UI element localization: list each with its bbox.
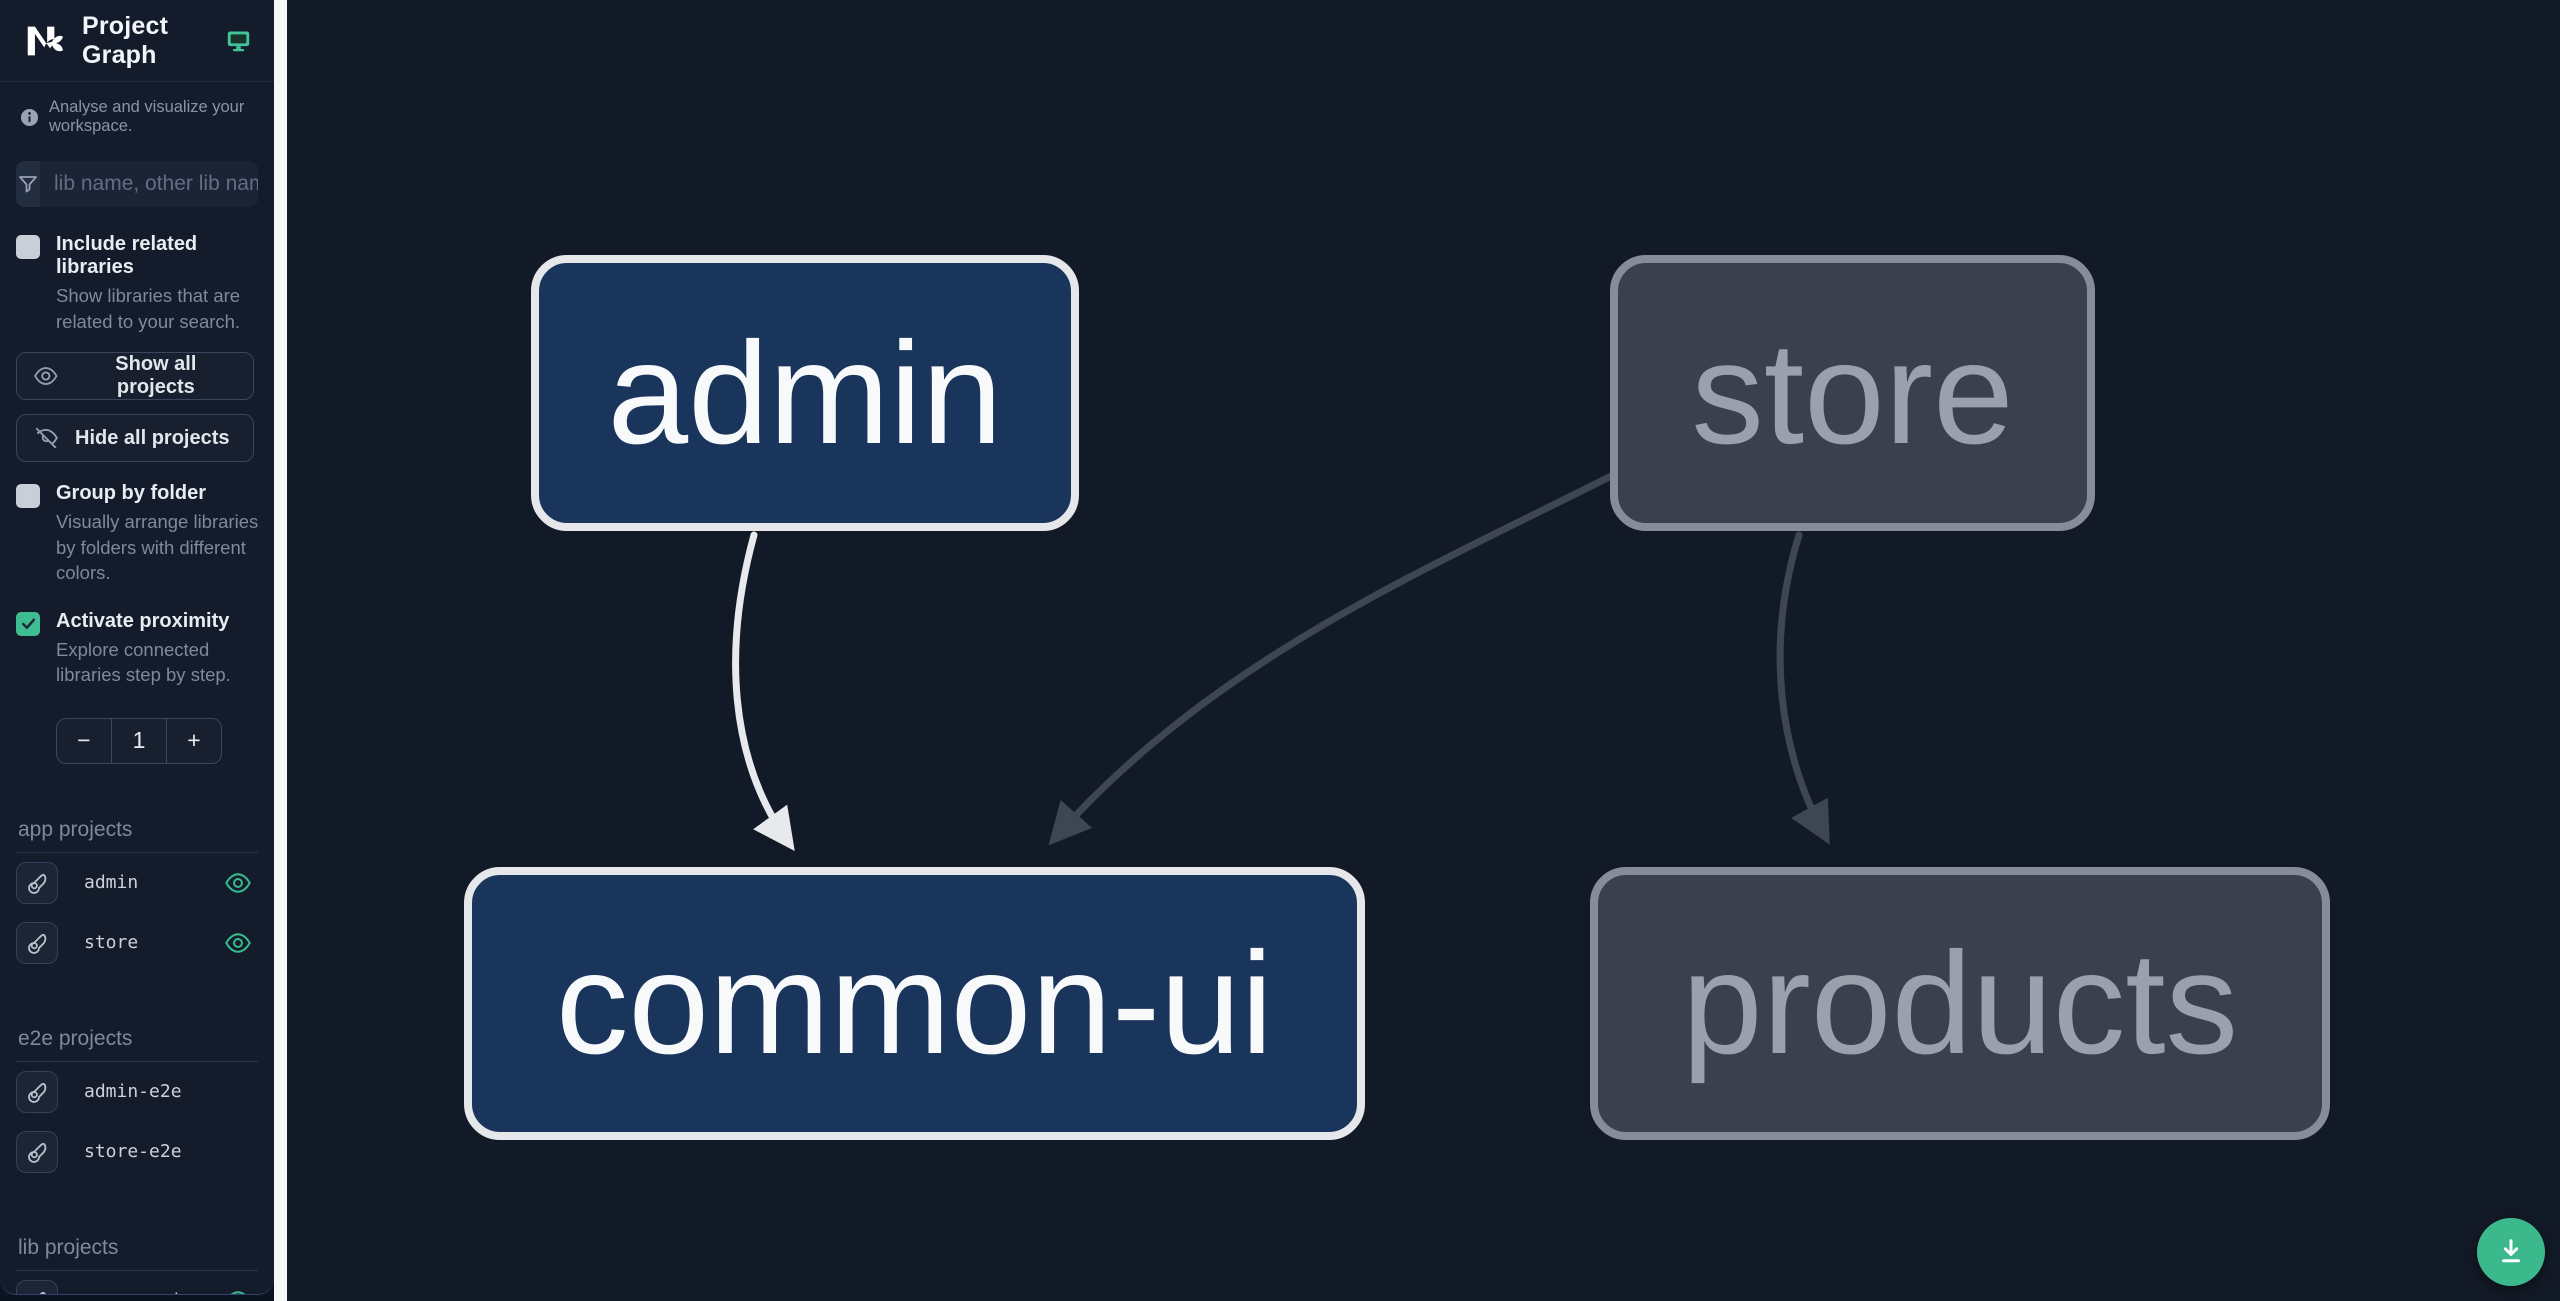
node-label: products <box>1681 922 2239 1084</box>
edge-store-to-products <box>1776 531 1830 845</box>
focus-project-button[interactable] <box>16 1070 58 1113</box>
workspace-tagline: Analyse and visualize your workspace. <box>49 98 245 135</box>
pin-icon <box>39 1291 46 1294</box>
sidebar: Project Graph Analyse and visualize your… <box>0 0 274 1301</box>
pin-icon <box>28 1082 47 1103</box>
check-icon <box>21 618 35 630</box>
graph-node-admin[interactable]: admin <box>531 255 1079 531</box>
pin-icon <box>28 933 47 954</box>
include-related-checkbox[interactable] <box>16 235 40 259</box>
hide-all-projects-label: Hide all projects <box>75 426 230 449</box>
focus-project-button[interactable] <box>16 861 58 904</box>
hide-all-projects-button[interactable]: Hide all projects <box>16 414 254 463</box>
pin-icon <box>28 873 47 894</box>
project-row-admin: admin <box>0 853 274 913</box>
include-related-label: Include related libraries <box>56 233 198 278</box>
project-row-store-e2e: store-e2e <box>0 1122 274 1182</box>
section-title: lib projects <box>16 1220 258 1271</box>
activate-proximity-label: Activate proximity <box>56 609 230 632</box>
project-name[interactable]: admin-e2e <box>84 1081 182 1103</box>
project-name[interactable]: store-e2e <box>84 1141 182 1163</box>
visibility-eye-icon[interactable] <box>224 1287 252 1295</box>
group-by-folder-checkbox-row[interactable]: Group by folder Visually arrange librari… <box>0 462 274 590</box>
eye-off-icon <box>35 427 58 449</box>
eye-icon <box>34 367 58 385</box>
section-e2e-projects: e2e projects admin-e2e store-e2e <box>0 1011 274 1182</box>
section-app-projects: app projects admin store <box>0 802 274 973</box>
nx-logo <box>27 26 63 55</box>
group-by-folder-checkbox[interactable] <box>16 484 40 509</box>
monitor-icon[interactable] <box>225 27 252 54</box>
pin-icon <box>28 1142 47 1163</box>
sidebar-header: Project Graph <box>0 0 274 82</box>
info-icon <box>20 108 39 126</box>
graph-node-products[interactable]: products <box>1590 867 2330 1140</box>
proximity-decrement-button[interactable]: − <box>57 719 111 763</box>
graph-canvas[interactable]: admin store common-ui products <box>287 0 2560 1301</box>
edge-store-to-common-ui <box>1048 469 1621 846</box>
focus-project-button[interactable] <box>16 1279 58 1294</box>
show-all-projects-button[interactable]: Show all projects <box>16 352 254 401</box>
proximity-stepper: − 1 + <box>56 717 222 764</box>
focus-project-button[interactable] <box>16 1130 58 1173</box>
download-image-button[interactable] <box>2477 1218 2545 1286</box>
project-row-common-ui: common-ui <box>0 1271 274 1295</box>
download-icon <box>2502 1239 2520 1263</box>
project-row-admin-e2e: admin-e2e <box>0 1062 274 1122</box>
section-title: e2e projects <box>16 1011 258 1062</box>
graph-node-store[interactable]: store <box>1610 255 2095 531</box>
node-label: common-ui <box>555 922 1274 1084</box>
group-by-folder-label: Group by folder <box>56 482 206 505</box>
visibility-eye-icon[interactable] <box>224 869 252 897</box>
project-name[interactable]: common-ui <box>84 1290 224 1294</box>
section-title: app projects <box>16 802 258 853</box>
proximity-value: 1 <box>111 718 167 763</box>
graph-node-common-ui[interactable]: common-ui <box>464 867 1365 1140</box>
filter-icon <box>16 161 40 207</box>
proximity-increment-button[interactable]: + <box>167 719 221 763</box>
app-title: Project Graph <box>82 11 169 69</box>
project-name[interactable]: store <box>84 932 139 954</box>
focus-project-button[interactable] <box>16 921 58 964</box>
activate-proximity-checkbox[interactable] <box>16 611 40 636</box>
edge-admin-to-common-ui <box>732 531 795 851</box>
project-name[interactable]: admin <box>84 872 139 894</box>
section-lib-projects: lib projects common-ui products <box>0 1220 274 1295</box>
project-row-store: store <box>0 913 274 973</box>
search-input[interactable] <box>40 161 258 207</box>
visibility-eye-icon[interactable] <box>224 929 252 957</box>
show-all-projects-label: Show all projects <box>115 353 197 399</box>
node-label: store <box>1691 311 2014 474</box>
sidebar-canvas-divider <box>274 0 287 1301</box>
activate-proximity-checkbox-row[interactable]: Activate proximity Explore connected lib… <box>0 590 274 692</box>
include-related-checkbox-row[interactable]: Include related libraries Show libraries… <box>0 213 274 338</box>
dependency-edges <box>732 469 1830 851</box>
search-box <box>16 161 258 207</box>
include-related-description: Show libraries that are related to your … <box>56 285 241 332</box>
activate-proximity-description: Explore connected libraries step by step… <box>56 638 231 686</box>
workspace-tagline-row: Analyse and visualize your workspace. <box>0 82 274 151</box>
node-label: admin <box>607 311 1003 474</box>
group-by-folder-description: Visually arrange libraries by folders wi… <box>56 511 259 584</box>
sidebar-scroll-panel[interactable]: Project Graph Analyse and visualize your… <box>0 0 274 1295</box>
